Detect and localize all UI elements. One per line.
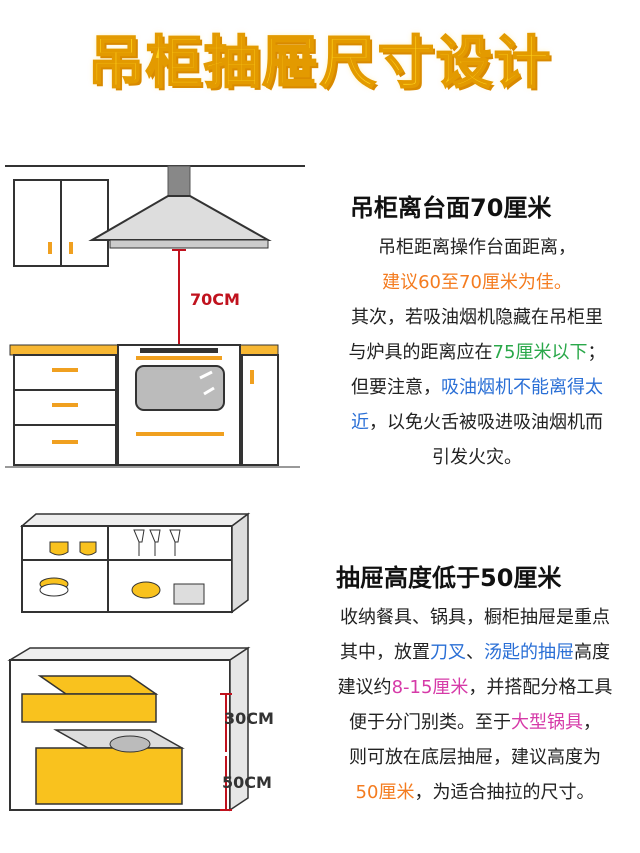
text-segment: 、	[466, 642, 484, 663]
text-segment: 大型锅具	[511, 712, 583, 733]
text-segment: 刀叉	[430, 642, 466, 663]
text-line: 但要注意，吸油烟机不能离得太	[318, 370, 636, 405]
text-line: 与炉具的距离应在75厘米以下；	[318, 335, 636, 370]
text-segment: ，以免火舌被吸进吸油烟机而	[369, 412, 603, 433]
section1-paragraph: 吊柜距离操作台面距离，建议60至70厘米为佳。其次，若吸油烟机隐藏在吊柜里与炉具…	[318, 230, 636, 475]
text-segment: 50厘米	[355, 782, 415, 803]
drawer-bottom-dimension-label: 50CM	[222, 773, 272, 792]
text-line: 其次，若吸油烟机隐藏在吊柜里	[318, 300, 636, 335]
text-line: 吊柜距离操作台面距离，	[318, 230, 636, 265]
text-segment: 近	[351, 412, 369, 433]
text-segment: 汤匙的抽屉	[484, 642, 574, 663]
text-line: 便于分门别类。至于大型锅具，	[314, 705, 636, 740]
text-segment: 建议约	[337, 677, 392, 698]
page-title: 吊柜抽屉尺寸设计	[87, 30, 552, 97]
text-line: 其中，放置刀叉、汤匙的抽屉高度	[314, 635, 636, 670]
text-segment: ；	[587, 342, 606, 363]
text-segment: ，为适合抽拉的尺寸。	[414, 782, 595, 803]
text-segment: 引发火灾。	[432, 447, 522, 468]
text-segment: 75厘米以下	[492, 342, 588, 363]
section2-paragraph: 收纳餐具、锅具，橱柜抽屉是重点其中，放置刀叉、汤匙的抽屉高度建议约8-15厘米，…	[314, 600, 636, 810]
section1-heading: 吊柜离台面70厘米	[350, 194, 552, 222]
text-line: 引发火灾。	[318, 440, 636, 475]
text-segment: 便于分门别类。至于	[349, 712, 511, 733]
text-segment: 其次，若吸油烟机隐藏在吊柜里	[351, 307, 603, 328]
text-segment: 建议60至70厘米为佳。	[382, 272, 572, 293]
text-segment: 高度	[574, 642, 610, 663]
height-dimension-label: 70CM	[190, 290, 240, 309]
text-segment: 8-15厘米	[391, 677, 469, 698]
section2-heading: 抽屉高度低于50厘米	[336, 564, 562, 592]
drawer-top-dimension-label: 30CM	[224, 709, 274, 728]
text-line: 收纳餐具、锅具，橱柜抽屉是重点	[314, 600, 636, 635]
text-segment: 与炉具的距离应在	[348, 342, 493, 363]
text-segment: 则可放在底层抽屉，建议高度为	[349, 747, 601, 768]
text-line: 建议60至70厘米为佳。	[318, 265, 636, 300]
text-line: 50厘米，为适合抽拉的尺寸。	[314, 775, 636, 810]
text-segment: 收纳餐具、锅具，橱柜抽屉是重点	[340, 607, 610, 628]
text-segment: 吸油烟机不能离得太	[441, 377, 603, 398]
text-line: 近，以免火舌被吸进吸油烟机而	[318, 405, 636, 440]
text-segment: ，	[583, 712, 601, 733]
text-segment: ，并搭配分格工具	[468, 677, 613, 698]
text-line: 则可放在底层抽屉，建议高度为	[314, 740, 636, 775]
text-segment: 其中，放置	[340, 642, 430, 663]
text-line: 建议约8-15厘米，并搭配分格工具	[314, 670, 636, 705]
text-segment: 吊柜距离操作台面距离，	[378, 237, 576, 258]
text-segment: 但要注意，	[351, 377, 441, 398]
